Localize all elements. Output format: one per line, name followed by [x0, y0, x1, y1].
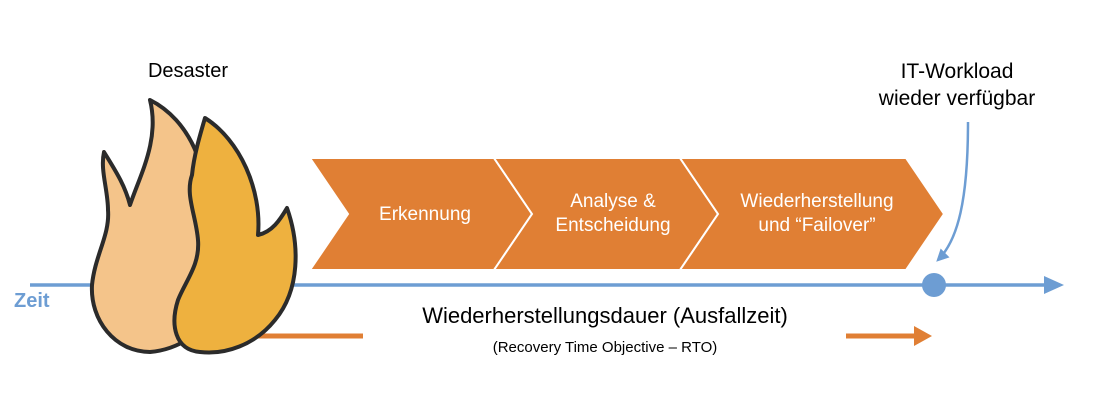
disaster-label: Desaster	[147, 60, 229, 82]
workload-label-line2: wieder verfügbar	[878, 87, 1036, 110]
step-analysis-label: Analyse & Entscheidung	[538, 190, 688, 238]
step-recovery-line1: Wiederherstellung	[740, 191, 894, 212]
chevron-recovery	[678, 157, 946, 271]
timeline-arrowhead	[1044, 276, 1064, 294]
step-detection-label: Erkennung	[360, 203, 490, 227]
step-recovery-line2: und “Failover”	[758, 215, 876, 236]
flame-icon	[89, 98, 298, 355]
time-axis-label: Zeit	[14, 290, 50, 312]
process-chevrons	[308, 157, 946, 271]
step-recovery-label: Wiederherstellung und “Failover”	[712, 190, 922, 238]
step-analysis-line1: Analyse &	[570, 191, 656, 212]
rto-title: Wiederherstellungsdauer (Ausfallzeit)	[422, 303, 788, 328]
step-analysis-line2: Entscheidung	[555, 215, 671, 236]
rto-right-arrowhead	[914, 326, 932, 346]
rto-subtitle: (Recovery Time Objective – RTO)	[492, 339, 718, 356]
step-detection-line1: Erkennung	[379, 204, 471, 225]
workload-label-line1: IT-Workload	[900, 60, 1014, 83]
recovery-point-marker	[922, 273, 946, 297]
flame-front-icon	[172, 116, 298, 355]
workload-pointer	[936, 121, 970, 262]
workload-available-label: IT-Workload wieder verfügbar	[862, 58, 1052, 112]
